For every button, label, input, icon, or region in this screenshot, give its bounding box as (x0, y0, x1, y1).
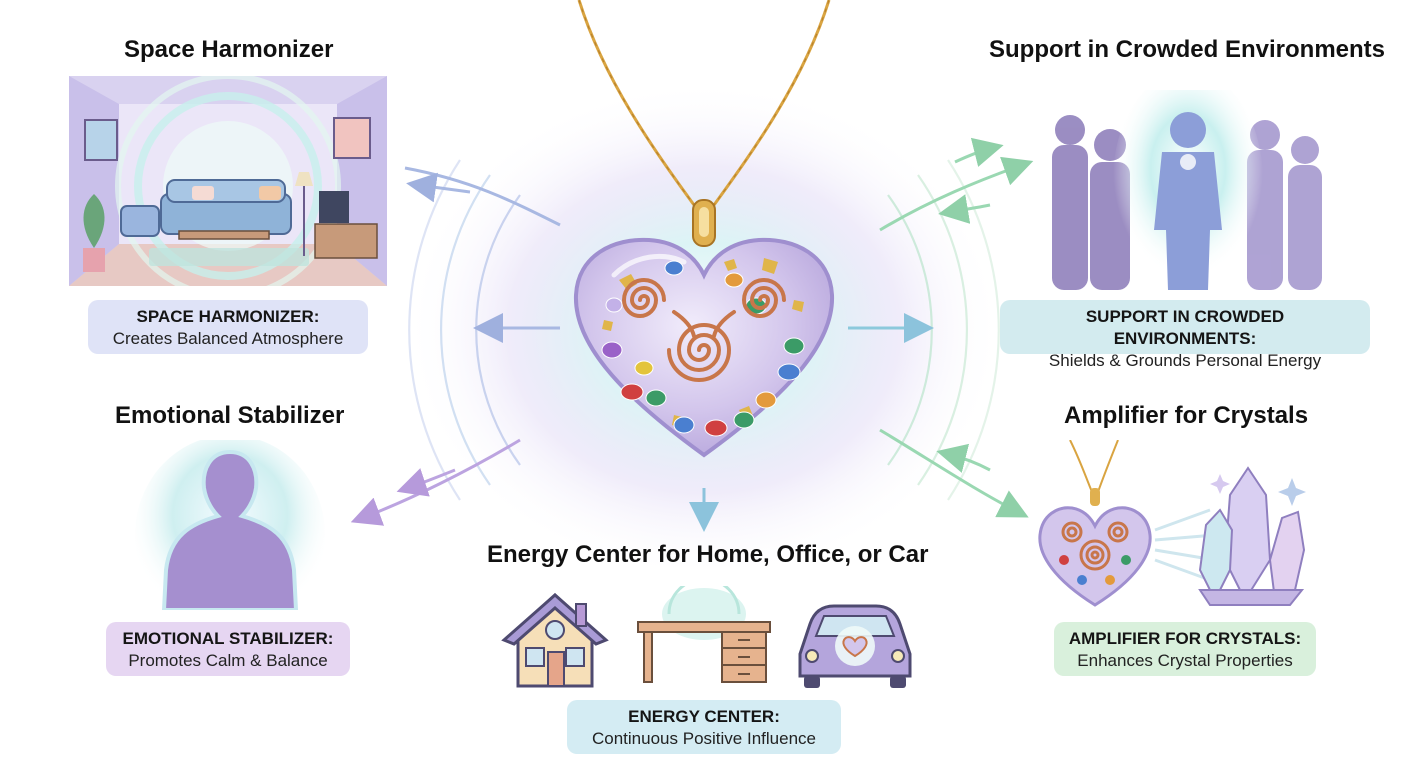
emotional-stabilizer-label-text: Promotes Calm & Balance (128, 651, 328, 670)
space-harmonizer-label-text: Creates Balanced Atmosphere (112, 329, 344, 348)
amplifier-label: AMPLIFIER FOR CRYSTALS: Enhances Crystal… (1054, 622, 1316, 676)
car-icon (798, 604, 912, 688)
space-harmonizer-label: SPACE HARMONIZER: Creates Balanced Atmos… (88, 300, 368, 354)
energy-center-title: Energy Center for Home, Office, or Car (487, 541, 929, 568)
pendant-heart-icon (573, 0, 835, 458)
space-harmonizer-title: Space Harmonizer (124, 36, 334, 63)
space-harmonizer-label-heading: SPACE HARMONIZER: (136, 307, 320, 326)
emotional-stabilizer-label: EMOTIONAL STABILIZER: Promotes Calm & Ba… (106, 622, 350, 676)
amplifier-title: Amplifier for Crystals (1064, 402, 1309, 429)
emotional-stabilizer-title: Emotional Stabilizer (115, 402, 345, 429)
desk-icon (637, 586, 771, 683)
crystal-cluster-icon (1038, 440, 1306, 607)
house-icon (501, 592, 609, 688)
person-aura-icon (135, 440, 325, 610)
crowd-support-label-text: Shields & Grounds Personal Energy (1048, 351, 1322, 370)
emotional-stabilizer-label-heading: EMOTIONAL STABILIZER: (122, 629, 334, 648)
crowd-support-label: SUPPORT IN CROWDED ENVIRONMENTS: Shields… (1000, 300, 1370, 370)
amplifier-label-heading: AMPLIFIER FOR CRYSTALS: (1068, 629, 1302, 648)
crowd-support-title: Support in Crowded Environments (989, 36, 1386, 63)
energy-center-label: ENERGY CENTER: Continuous Positive Influ… (567, 700, 841, 754)
energy-center-label-heading: ENERGY CENTER: (628, 707, 780, 726)
crowd-silhouette-icon (1052, 90, 1322, 290)
energy-center-label-text: Continuous Positive Influence (592, 729, 816, 748)
living-room-icon (69, 76, 387, 286)
amplifier-label-text: Enhances Crystal Properties (1077, 651, 1293, 670)
crowd-support-label-heading: SUPPORT IN CROWDED ENVIRONMENTS: (1085, 307, 1285, 348)
